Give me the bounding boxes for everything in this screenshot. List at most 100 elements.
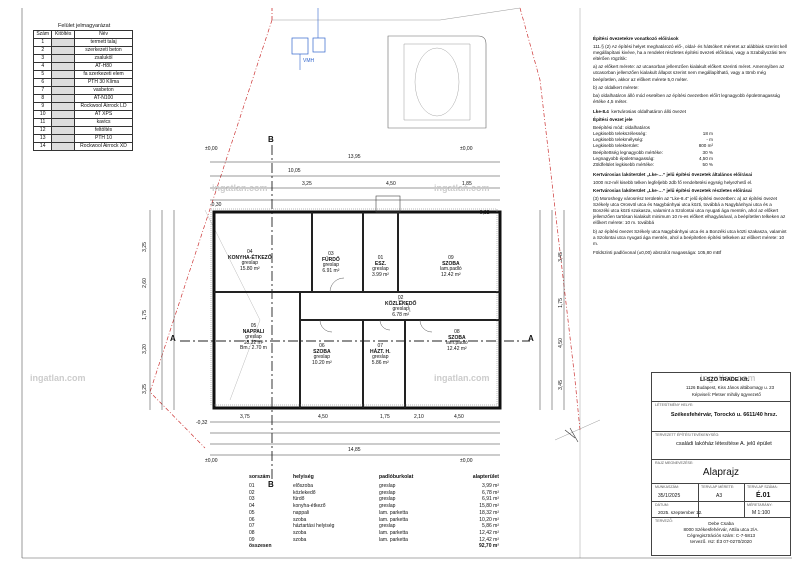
legend-name: fa szerkezeti elem bbox=[74, 70, 133, 79]
section-marker: B bbox=[268, 135, 274, 144]
legend-row: 12 feltöltés bbox=[32, 126, 133, 135]
legend-number: 12 bbox=[32, 126, 53, 135]
watermark: ingatlan.com bbox=[434, 183, 490, 193]
legend-number: 7 bbox=[32, 86, 53, 95]
designer-address: 8000 Székesfehérvár, Attila utca 2/A. bbox=[683, 527, 759, 532]
room-area: 15,80 m² bbox=[479, 503, 499, 510]
watermark: ingatlan.com bbox=[434, 373, 490, 383]
zone-param-row: Beépítési mód: oldalhatáros bbox=[593, 125, 713, 131]
location-label: LÉTESÍTMÉNY HELYE: bbox=[655, 403, 694, 407]
room-name: szoba bbox=[293, 536, 307, 543]
zone-param-row: Beépítettség legnagyobb mértéke: 30 % bbox=[593, 150, 713, 156]
plan-title: Alaprajz bbox=[702, 467, 740, 478]
legend-name: feltöltés bbox=[74, 126, 133, 135]
legend-number: 6 bbox=[32, 78, 53, 87]
dimension-label: 3,45 bbox=[557, 252, 564, 262]
room-area: 5,86 m² bbox=[482, 523, 499, 530]
legend-name: szerkezeti beton bbox=[74, 46, 133, 55]
legend-header: Név bbox=[74, 30, 133, 39]
legend-name: termett talaj bbox=[74, 38, 133, 47]
spec-paragraph: (3) Moroshegy városrész területén az "Lk… bbox=[593, 196, 786, 226]
scale: M 1:100 bbox=[752, 510, 771, 516]
zone-param-row: Legnagyobb épületmagasság: 4,50 m bbox=[593, 156, 713, 162]
legend-number: 5 bbox=[32, 70, 53, 79]
floor-cover: greslap bbox=[379, 523, 396, 530]
room-name: szoba bbox=[293, 529, 307, 536]
area-header: sorszám bbox=[249, 474, 271, 480]
zone-param-value: - m bbox=[706, 137, 713, 143]
watermark: ingatlan.com bbox=[30, 373, 86, 383]
zone-param-row: Legkisebb telekmélység: - m bbox=[593, 137, 713, 143]
room-number: 03 bbox=[249, 496, 255, 503]
legend-name: vasbeton bbox=[74, 86, 133, 95]
zone-param-label: Legkisebb telekmélység: bbox=[593, 137, 644, 143]
zone-title: Lke-8.4 bbox=[593, 108, 609, 114]
legend-number: 13 bbox=[32, 134, 53, 143]
zone-param-row: Zöldfelület legkisebb mértéke:50 % bbox=[593, 162, 713, 168]
dimension-label: 14,85 bbox=[348, 447, 361, 453]
job-number: 35/1/2025 bbox=[658, 493, 681, 499]
legend-swatch bbox=[51, 142, 76, 151]
title-block: LI-SZO TRADE Kft. 1126 Budapest, Kiss Já… bbox=[651, 372, 791, 556]
plan-label: RAJZ MEGNEVEZÉSE: bbox=[655, 461, 694, 465]
zone-param-label: Legnagyobb épületmagasság: bbox=[593, 155, 655, 161]
legend-swatch bbox=[51, 118, 76, 127]
date: 2025. szeptember 12. bbox=[658, 510, 703, 515]
legend-row: 6 PTH 30 Klíma bbox=[32, 78, 133, 87]
legend-row: 7 vasbeton bbox=[32, 86, 133, 95]
dimension-label: 3,20 bbox=[141, 344, 148, 354]
total-label: összesen bbox=[249, 543, 272, 550]
room-number: 07 bbox=[249, 523, 255, 530]
spec-paragraph: a) az előkert mérete: az utcasorban jell… bbox=[593, 64, 785, 82]
room-name: konyha-étkező bbox=[293, 503, 326, 510]
spec-paragraph: 1000 m2-nél kisebb telken legfeljebb 2db… bbox=[593, 179, 753, 185]
room-area: 6,78 m² bbox=[482, 489, 499, 496]
legend-name: PTH 10 bbox=[74, 134, 133, 143]
floor-cover: greslap bbox=[379, 483, 396, 489]
floor-cover: lam. parketta bbox=[379, 509, 408, 516]
legend-swatch bbox=[51, 134, 76, 143]
zone-param-label: Beépítettség legnagyobb mértéke: bbox=[593, 149, 663, 155]
room-area: 10,20 m² bbox=[479, 516, 499, 523]
legend-swatch bbox=[51, 102, 76, 111]
legend-swatch bbox=[51, 94, 76, 103]
dimension-label: 3,25 bbox=[141, 384, 148, 394]
floor-cover: lam. parketta bbox=[379, 529, 408, 536]
level-label: -0,32 bbox=[196, 420, 208, 426]
section-marker: B bbox=[268, 480, 274, 489]
dimension-label: 4,50 bbox=[386, 181, 396, 187]
room-area: 12,42 m² bbox=[479, 529, 499, 536]
legend-header: Szám bbox=[32, 30, 53, 39]
level-label: ±0,00 bbox=[205, 146, 218, 152]
level-label: -0,32 bbox=[478, 210, 490, 216]
dimension-label: 3,25 bbox=[141, 242, 148, 252]
zone-param-value: 4,50 m bbox=[698, 155, 713, 161]
designer-name: Debe Csaba bbox=[708, 521, 734, 526]
area-header: padlóburkolat bbox=[379, 474, 414, 480]
zone-param-value: 30 % bbox=[702, 149, 713, 155]
legend-name: PTH 30 Klíma bbox=[74, 78, 133, 87]
zone-desc: kertvárosias oldalhatáron álló övezet bbox=[611, 108, 686, 114]
level-label: ±0,00 bbox=[205, 458, 218, 464]
legend-number: 9 bbox=[32, 102, 53, 111]
scale-label: MÉRETARÁNY: bbox=[747, 503, 773, 507]
legend-swatch bbox=[51, 86, 76, 95]
room-area: 6,91 m² bbox=[482, 496, 499, 503]
legend-swatch bbox=[51, 38, 76, 47]
